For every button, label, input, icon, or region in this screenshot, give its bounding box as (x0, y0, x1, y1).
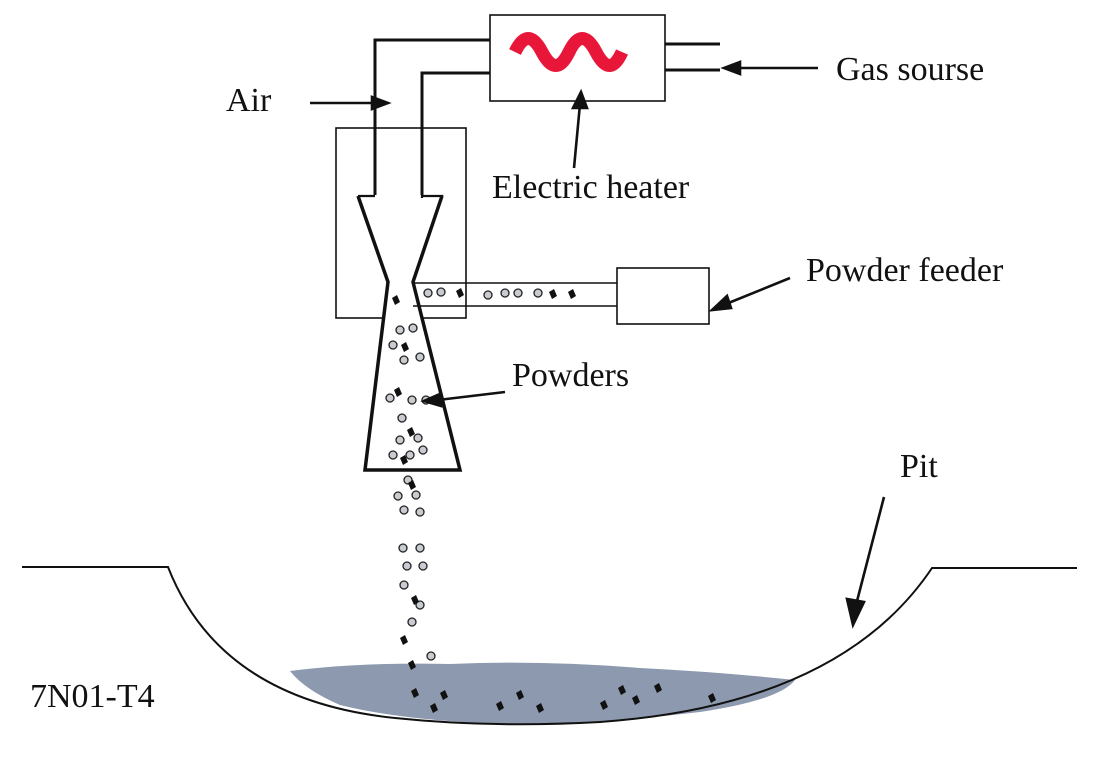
pit-profile (22, 566, 1077, 726)
powder-particle (483, 290, 493, 300)
powder-particle (423, 288, 433, 298)
heated-gas-pipes (373, 38, 490, 195)
powder-fragment (408, 660, 416, 670)
powder-particle (398, 543, 408, 553)
powder-particle (513, 288, 523, 298)
powder-particle (395, 435, 405, 445)
powder-feeder-label: Powder feeder (806, 252, 1004, 289)
heater-box (489, 14, 666, 102)
powder-particle (397, 413, 407, 423)
powder-particle (413, 433, 423, 443)
powders-arrow (420, 390, 506, 408)
powder-feed-tube (413, 282, 617, 307)
pit-label: Pit (900, 448, 938, 485)
powder-fragment (407, 427, 415, 437)
powder-fragment (654, 683, 662, 693)
electric-heater (489, 14, 666, 102)
powder-fragment (394, 387, 402, 397)
powder-particle (533, 288, 543, 298)
powder-particle (388, 340, 398, 350)
powder-particle (415, 507, 425, 517)
pit-arrow (845, 496, 886, 629)
powder-particle (399, 580, 409, 590)
powder-fragment (516, 690, 524, 700)
powder-particle (411, 490, 421, 500)
heating-coil-icon (509, 32, 628, 72)
powder-particle (415, 600, 425, 610)
powder-fragment (708, 693, 716, 703)
powder-fragment (411, 595, 419, 605)
powder-fragment (392, 295, 400, 305)
powder-particle (408, 323, 418, 333)
powder-particle (393, 491, 403, 501)
powder-particle (388, 450, 398, 460)
powder-fragment (536, 703, 544, 713)
powder-fragment (496, 701, 504, 711)
powder-particle (399, 505, 409, 515)
powder-fragment (632, 695, 640, 705)
powder-particle (407, 395, 417, 405)
powder-fragment (618, 685, 626, 695)
powder-particle (418, 561, 428, 571)
gas-pipes (665, 42, 720, 72)
powder-fragment (568, 289, 576, 299)
powder-fragment (400, 455, 408, 465)
powder-particle (399, 355, 409, 365)
powder-particle (395, 325, 405, 335)
air-arrow (310, 95, 392, 111)
powder-particle (418, 445, 428, 455)
powder-particle (436, 287, 446, 297)
powder-particle (500, 288, 510, 298)
powder-particle (415, 543, 425, 553)
powder-particle (405, 450, 415, 460)
powder-fragment (430, 703, 438, 713)
gas-source-arrow (720, 60, 818, 76)
powder-particle (415, 352, 425, 362)
arrows (310, 60, 886, 629)
powder-fragment (401, 342, 409, 352)
powder-particle (402, 561, 412, 571)
substrate (22, 566, 1077, 726)
powder-fragment (600, 700, 608, 710)
substrate-label: 7N01-T4 (30, 678, 155, 715)
powder-particle (407, 617, 417, 627)
powder-fragment (549, 289, 557, 299)
powder-particle (385, 393, 395, 403)
electric-heater-label: Electric heater (492, 169, 690, 206)
powder-feeder-arrow (708, 276, 791, 312)
powder-particle (426, 651, 436, 661)
deposit-layer (290, 662, 795, 724)
powder-particles (385, 287, 716, 713)
powders-label: Powders (512, 357, 629, 394)
powder-fragment (456, 288, 464, 298)
air-label: Air (226, 82, 272, 119)
gas-source-label: Gas sourse (836, 51, 984, 88)
powder-fragment (408, 480, 416, 490)
powder-feeder-box (616, 267, 710, 325)
heater-arrow (570, 88, 589, 169)
powder-fragment (411, 688, 419, 698)
powder-fragment (440, 690, 448, 700)
powder-fragment (400, 635, 408, 645)
